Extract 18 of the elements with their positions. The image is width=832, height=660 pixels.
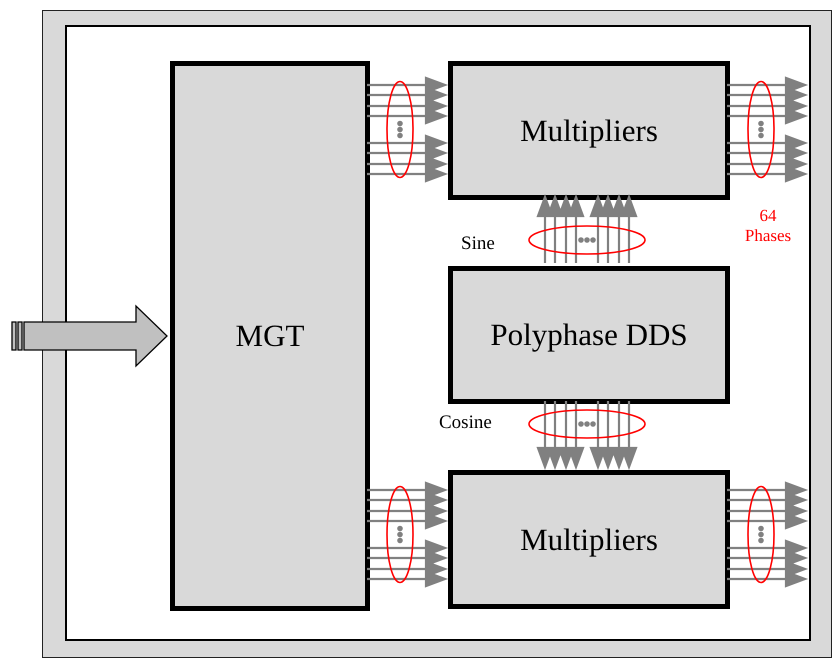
block-arrow: [11, 304, 168, 368]
edge-label: Sine: [461, 233, 495, 255]
process-box: [448, 61, 730, 200]
bus-arrow: [366, 482, 446, 588]
process-box: [170, 61, 370, 611]
block-label: MGT: [236, 318, 304, 354]
block-label: Multipliers: [520, 522, 658, 558]
bus-arrow: [366, 76, 446, 183]
bus-arrow: [536, 196, 638, 264]
bus-width-note: 64 Phases: [744, 206, 792, 246]
bus-arrow: [536, 400, 638, 468]
process-box: [448, 266, 730, 404]
process-box: [448, 470, 730, 609]
edge-label: Cosine: [439, 412, 492, 434]
block-label: Multipliers: [520, 112, 658, 148]
bus-arrow: [726, 76, 806, 183]
bus-arrow: [726, 482, 806, 588]
block-label: Polyphase DDS: [490, 317, 688, 353]
